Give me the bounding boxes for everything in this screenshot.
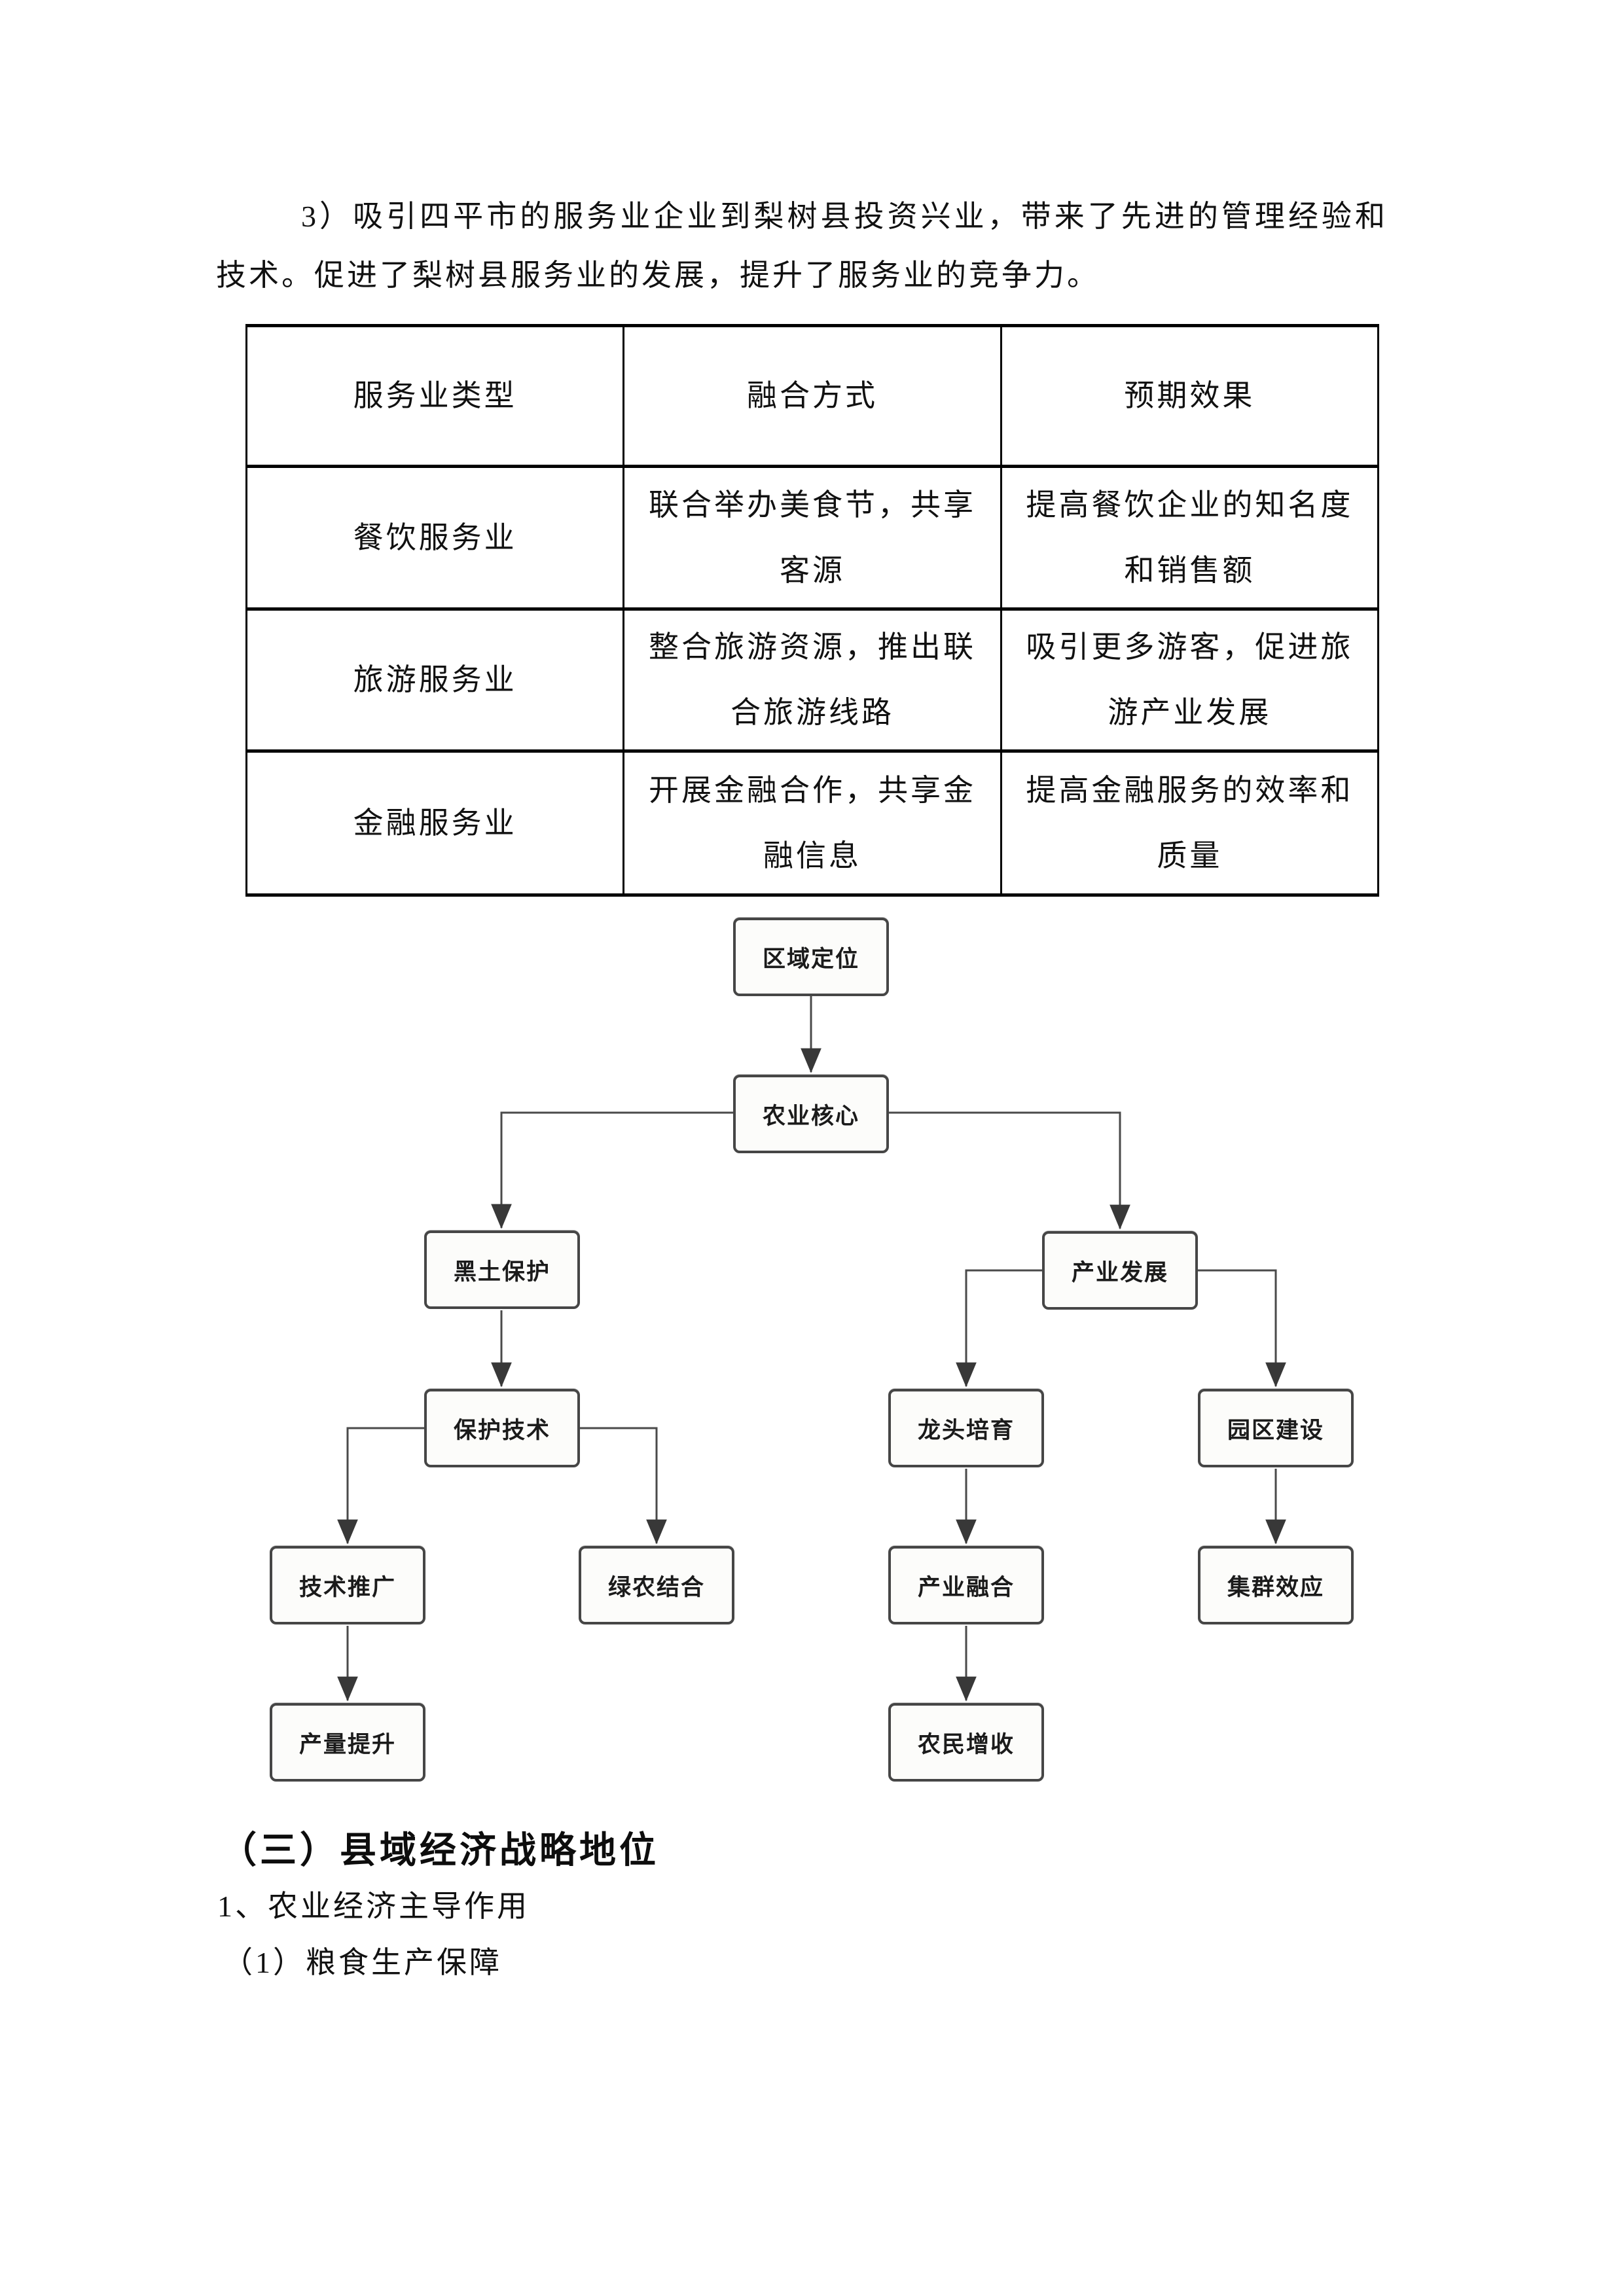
flow-node-protection-technology: 保护技术 bbox=[424, 1389, 580, 1467]
flow-node-black-soil-protection: 黑土保护 bbox=[424, 1230, 580, 1309]
table-row: 金融服务业 开展金融合作，共享金融信息 提高金融服务的效率和质量 bbox=[245, 749, 1380, 897]
flow-node-technology-promotion: 技术推广 bbox=[270, 1546, 425, 1624]
subsection-heading-1: 1、农业经济主导作用 bbox=[217, 1890, 530, 1923]
table-cell: 旅游服务业 bbox=[245, 607, 625, 753]
flow-node-green-agriculture-integration: 绿农结合 bbox=[579, 1546, 734, 1624]
edge-industrydev-to-leading bbox=[956, 1269, 1042, 1388]
flow-node-yield-improvement: 产量提升 bbox=[270, 1703, 425, 1782]
table-header-cell: 融合方式 bbox=[623, 324, 1002, 468]
edge-core-to-industrydev bbox=[889, 1111, 1130, 1230]
edge-protectiontech-to-techpromotion bbox=[337, 1427, 424, 1545]
flow-node-cluster-effect: 集群效应 bbox=[1198, 1546, 1354, 1624]
table-cell: 开展金融合作，共享金融信息 bbox=[623, 749, 1002, 897]
table-cell: 联合举办美食节，共享客源 bbox=[623, 465, 1002, 611]
section-heading: （三）县域经济战略地位 bbox=[220, 1831, 659, 1871]
table-cell: 整合旅游资源，推出联合旅游线路 bbox=[623, 607, 1002, 753]
table-cell: 提高金融服务的效率和质量 bbox=[1000, 749, 1380, 897]
flow-node-park-construction: 园区建设 bbox=[1198, 1389, 1354, 1467]
flow-node-agriculture-core: 农业核心 bbox=[733, 1075, 889, 1153]
table-cell: 餐饮服务业 bbox=[245, 465, 625, 611]
flow-node-industry-integration: 产业融合 bbox=[888, 1546, 1044, 1624]
table-header-cell: 服务业类型 bbox=[245, 324, 625, 468]
subsection-heading-2: （1）粮食生产保障 bbox=[223, 1946, 502, 1979]
table-cell: 吸引更多游客，促进旅游产业发展 bbox=[1000, 607, 1380, 753]
table-header-row: 服务业类型 融合方式 预期效果 bbox=[245, 324, 1380, 468]
edge-protectiontech-to-greenagri bbox=[580, 1427, 667, 1545]
table-cell: 提高餐饮企业的知名度和销售额 bbox=[1000, 465, 1380, 611]
table-cell: 金融服务业 bbox=[245, 749, 625, 897]
flow-node-industry-development: 产业发展 bbox=[1042, 1231, 1198, 1310]
flow-node-leading-enterprise-cultivation: 龙头培育 bbox=[888, 1389, 1044, 1467]
table-header-cell: 预期效果 bbox=[1000, 324, 1380, 468]
edge-industrydev-to-park bbox=[1198, 1269, 1286, 1388]
table-row: 餐饮服务业 联合举办美食节，共享客源 提高餐饮企业的知名度和销售额 bbox=[245, 465, 1380, 611]
service-industry-table: 服务业类型 融合方式 预期效果 餐饮服务业 联合举办美食节，共享客源 提高餐饮企… bbox=[245, 324, 1380, 897]
intro-paragraph: 3）吸引四平市的服务业企业到梨树县投资兴业，带来了先进的管理经验和技术。促进了梨… bbox=[216, 200, 1388, 292]
flow-node-farmer-income-increase: 农民增收 bbox=[888, 1703, 1044, 1782]
table-row: 旅游服务业 整合旅游资源，推出联合旅游线路 吸引更多游客，促进旅游产业发展 bbox=[245, 607, 1380, 753]
flow-node-region-positioning: 区域定位 bbox=[733, 918, 889, 996]
edge-core-to-blacksoil bbox=[491, 1111, 733, 1229]
